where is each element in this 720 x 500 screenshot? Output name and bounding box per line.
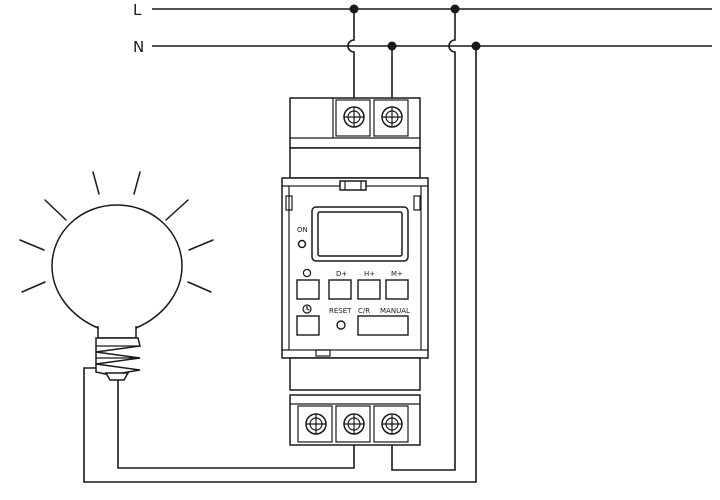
on-indicator-led xyxy=(297,239,307,249)
screw-terminal-icon xyxy=(381,106,403,128)
minute-plus-button[interactable] xyxy=(385,279,409,300)
on-indicator-label: ON xyxy=(297,226,308,234)
screw-terminal-icon xyxy=(381,413,403,435)
upper-housing xyxy=(289,147,421,179)
bulb-neck xyxy=(97,326,137,339)
junction-dot xyxy=(349,4,359,14)
lower-housing xyxy=(289,357,421,391)
timer-switch-device: ON D+ H+ M+ RESET C/R MANUAL xyxy=(281,97,429,446)
minute-button-label: M+ xyxy=(391,270,403,278)
clock-button[interactable] xyxy=(296,279,320,300)
manual-label: MANUAL xyxy=(380,307,410,315)
cover-latch xyxy=(339,180,367,191)
timer-clock-icon xyxy=(302,304,312,314)
manual-button[interactable] xyxy=(357,315,409,336)
live-return-wire xyxy=(391,9,456,471)
junction-dot xyxy=(471,41,481,51)
live-line-label: L xyxy=(133,1,142,19)
day-button-label: D+ xyxy=(336,270,347,278)
bulb-glass xyxy=(51,204,183,329)
hour-plus-button[interactable] xyxy=(357,279,381,300)
screw-terminal-icon xyxy=(343,413,365,435)
lamp-neutral-wire xyxy=(83,46,477,483)
screw-terminal-icon xyxy=(305,413,327,435)
junction-dot xyxy=(450,4,460,14)
hour-button-label: H+ xyxy=(364,270,375,278)
screw-terminal-icon xyxy=(343,106,365,128)
junction-dot xyxy=(387,41,397,51)
reset-button[interactable] xyxy=(336,320,346,330)
reset-label: RESET xyxy=(329,307,352,315)
lcd-display xyxy=(317,211,403,257)
bulb-screw-base xyxy=(95,337,141,381)
timer-button[interactable] xyxy=(296,315,320,336)
light-bulb-icon xyxy=(19,171,214,381)
clock-settings-icon xyxy=(302,268,312,278)
lamp-switched-wire xyxy=(117,375,355,469)
day-plus-button[interactable] xyxy=(328,279,352,300)
cr-label: C/R xyxy=(358,307,370,315)
neutral-line-label: N xyxy=(133,38,144,56)
live-drop-wire xyxy=(347,9,355,103)
bulb-rays xyxy=(19,171,214,293)
